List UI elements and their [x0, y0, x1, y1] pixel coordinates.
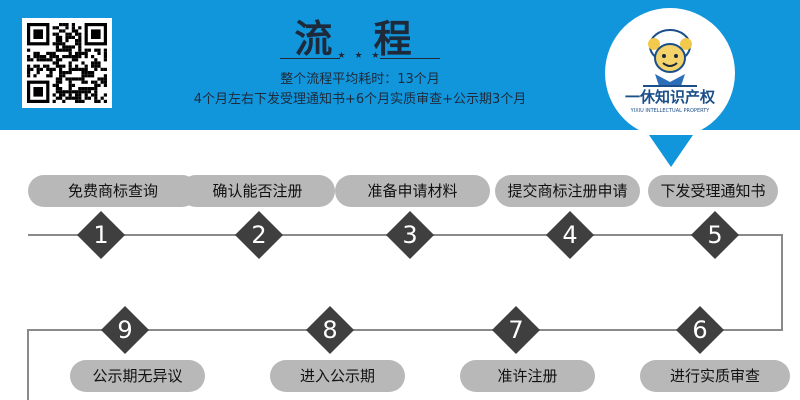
title-divider-left: [280, 58, 340, 59]
step-1-label: 免费商标查询: [28, 175, 198, 207]
step-4-label: 提交商标注册申请: [495, 175, 640, 207]
step-4-number: 4: [562, 221, 578, 249]
logo-pointer: [649, 135, 693, 167]
step-2-number: 2: [251, 221, 267, 249]
step-6-number: 6: [692, 316, 708, 344]
step-5-label: 下发受理通知书: [648, 175, 778, 207]
qr-code: [22, 18, 112, 108]
subtitle-breakdown: 4个月左右下发受理通知书+6个月实质审查+公示期3个月: [193, 92, 527, 107]
step-6-label: 进行实质审查: [640, 360, 790, 392]
step-7-label: 准许注册: [460, 360, 595, 392]
step-8-number: 8: [322, 316, 338, 344]
step-1-number: 1: [93, 221, 109, 249]
qr-code-pattern: [27, 23, 107, 103]
step-2-label: 确认能否注册: [180, 175, 335, 207]
step-5-number: 5: [707, 221, 723, 249]
step-9-label: 公示期无异议: [70, 360, 205, 392]
logo-small-text: YIXIU INTELLECTUAL PROPERTY: [630, 108, 711, 114]
page-title: 流 程: [294, 17, 426, 61]
mascot-icon: [643, 29, 697, 87]
step-7-number: 7: [508, 316, 524, 344]
title-panel: 流 程 ★ ★ ★ 整个流程平均耗时：13个月 4个月左右下发受理通知书+6个月…: [130, 0, 590, 130]
brand-logo: 一休知识产权 YIXIU INTELLECTUAL PROPERTY: [605, 8, 735, 138]
step-9-number: 9: [117, 316, 133, 344]
logo-text: 一休知识产权: [625, 88, 716, 106]
step-3-label: 准备申请材料: [335, 175, 490, 207]
title-star-ornament: ★ ★ ★: [337, 51, 383, 61]
title-divider-right: [380, 58, 440, 59]
subtitle-total-time: 整个流程平均耗时：13个月: [280, 72, 440, 87]
step-8-label: 进入公示期: [270, 360, 405, 392]
step-3-number: 3: [402, 221, 418, 249]
